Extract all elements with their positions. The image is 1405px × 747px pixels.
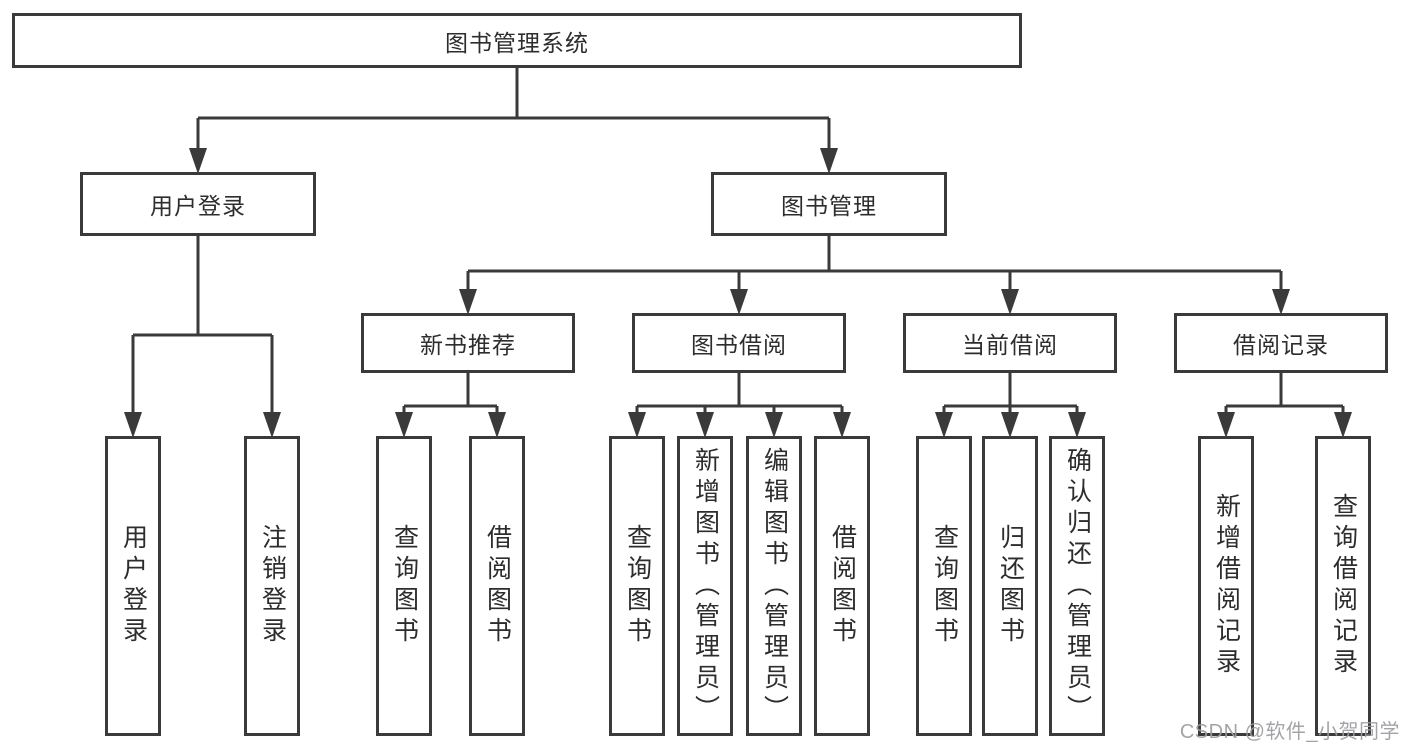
node-label-current-borrow: 当前借阅 [962,332,1058,358]
node-label-borrow-records: 借阅记录 [1233,332,1329,358]
arrowhead-icon [833,412,851,438]
node-login-v: 用户登录 [105,436,161,736]
node-book-mgmt: 图书管理 [711,172,947,236]
arrowhead-icon [628,412,646,438]
arrowhead-icon [263,412,281,438]
node-label-root: 图书管理系统 [445,29,589,56]
node-new-books: 新书推荐 [361,313,575,373]
arrowhead-icon [820,148,838,174]
node-label-br-add: 新增借阅记录 [1212,493,1241,679]
node-br-query: 查询借阅记录 [1315,436,1371,736]
node-borrow-records: 借阅记录 [1174,313,1388,373]
arrowhead-icon [696,412,714,438]
node-label-login-v: 用户登录 [119,524,148,648]
node-label-book-borrow: 图书借阅 [691,332,787,358]
node-logout-v: 注销登录 [244,436,300,736]
node-cb-confirm: 确认归还（管理员） [1049,436,1105,736]
arrowhead-icon [488,412,506,438]
node-label-bb-borrow: 借阅图书 [828,524,857,648]
node-label-bb-query: 查询图书 [623,524,652,648]
node-label-bb-add: 新增图书（管理员） [691,446,720,726]
arrowhead-icon [189,148,207,174]
node-nb-query: 查询图书 [376,436,432,736]
arrowhead-icon [1334,412,1352,438]
arrowhead-icon [124,412,142,438]
node-label-cb-return: 归还图书 [996,524,1025,648]
node-current-borrow: 当前借阅 [903,313,1117,373]
node-label-nb-query: 查询图书 [390,524,419,648]
arrowhead-icon [730,289,748,315]
watermark: CSDN @软件_小贺同学 [1179,721,1400,743]
node-label-logout-v: 注销登录 [258,524,287,648]
arrowhead-icon [935,412,953,438]
node-label-br-query: 查询借阅记录 [1329,493,1358,679]
arrowhead-icon [1001,412,1019,438]
arrowhead-icon [1001,289,1019,315]
node-label-cb-query: 查询图书 [930,524,959,648]
arrowhead-icon [395,412,413,438]
node-bb-borrow: 借阅图书 [814,436,870,736]
node-label-bb-edit: 编辑图书（管理员） [760,446,789,726]
node-label-book-mgmt: 图书管理 [781,193,877,219]
node-label-user-login: 用户登录 [150,193,246,219]
arrowhead-icon [459,289,477,315]
node-cb-return: 归还图书 [982,436,1038,736]
node-cb-query: 查询图书 [916,436,972,736]
node-br-add: 新增借阅记录 [1198,436,1254,736]
node-nb-borrow: 借阅图书 [469,436,525,736]
node-book-borrow: 图书借阅 [632,313,846,373]
arrowhead-icon [1217,412,1235,438]
node-root: 图书管理系统 [12,13,1022,68]
node-label-nb-borrow: 借阅图书 [483,524,512,648]
node-bb-add: 新增图书（管理员） [677,436,733,736]
arrowhead-icon [1272,289,1290,315]
node-user-login: 用户登录 [80,172,316,236]
arrowhead-icon [765,412,783,438]
node-label-new-books: 新书推荐 [420,332,516,358]
node-bb-query: 查询图书 [609,436,665,736]
node-label-cb-confirm: 确认归还（管理员） [1063,446,1092,726]
node-bb-edit: 编辑图书（管理员） [746,436,802,736]
arrowhead-icon [1068,412,1086,438]
